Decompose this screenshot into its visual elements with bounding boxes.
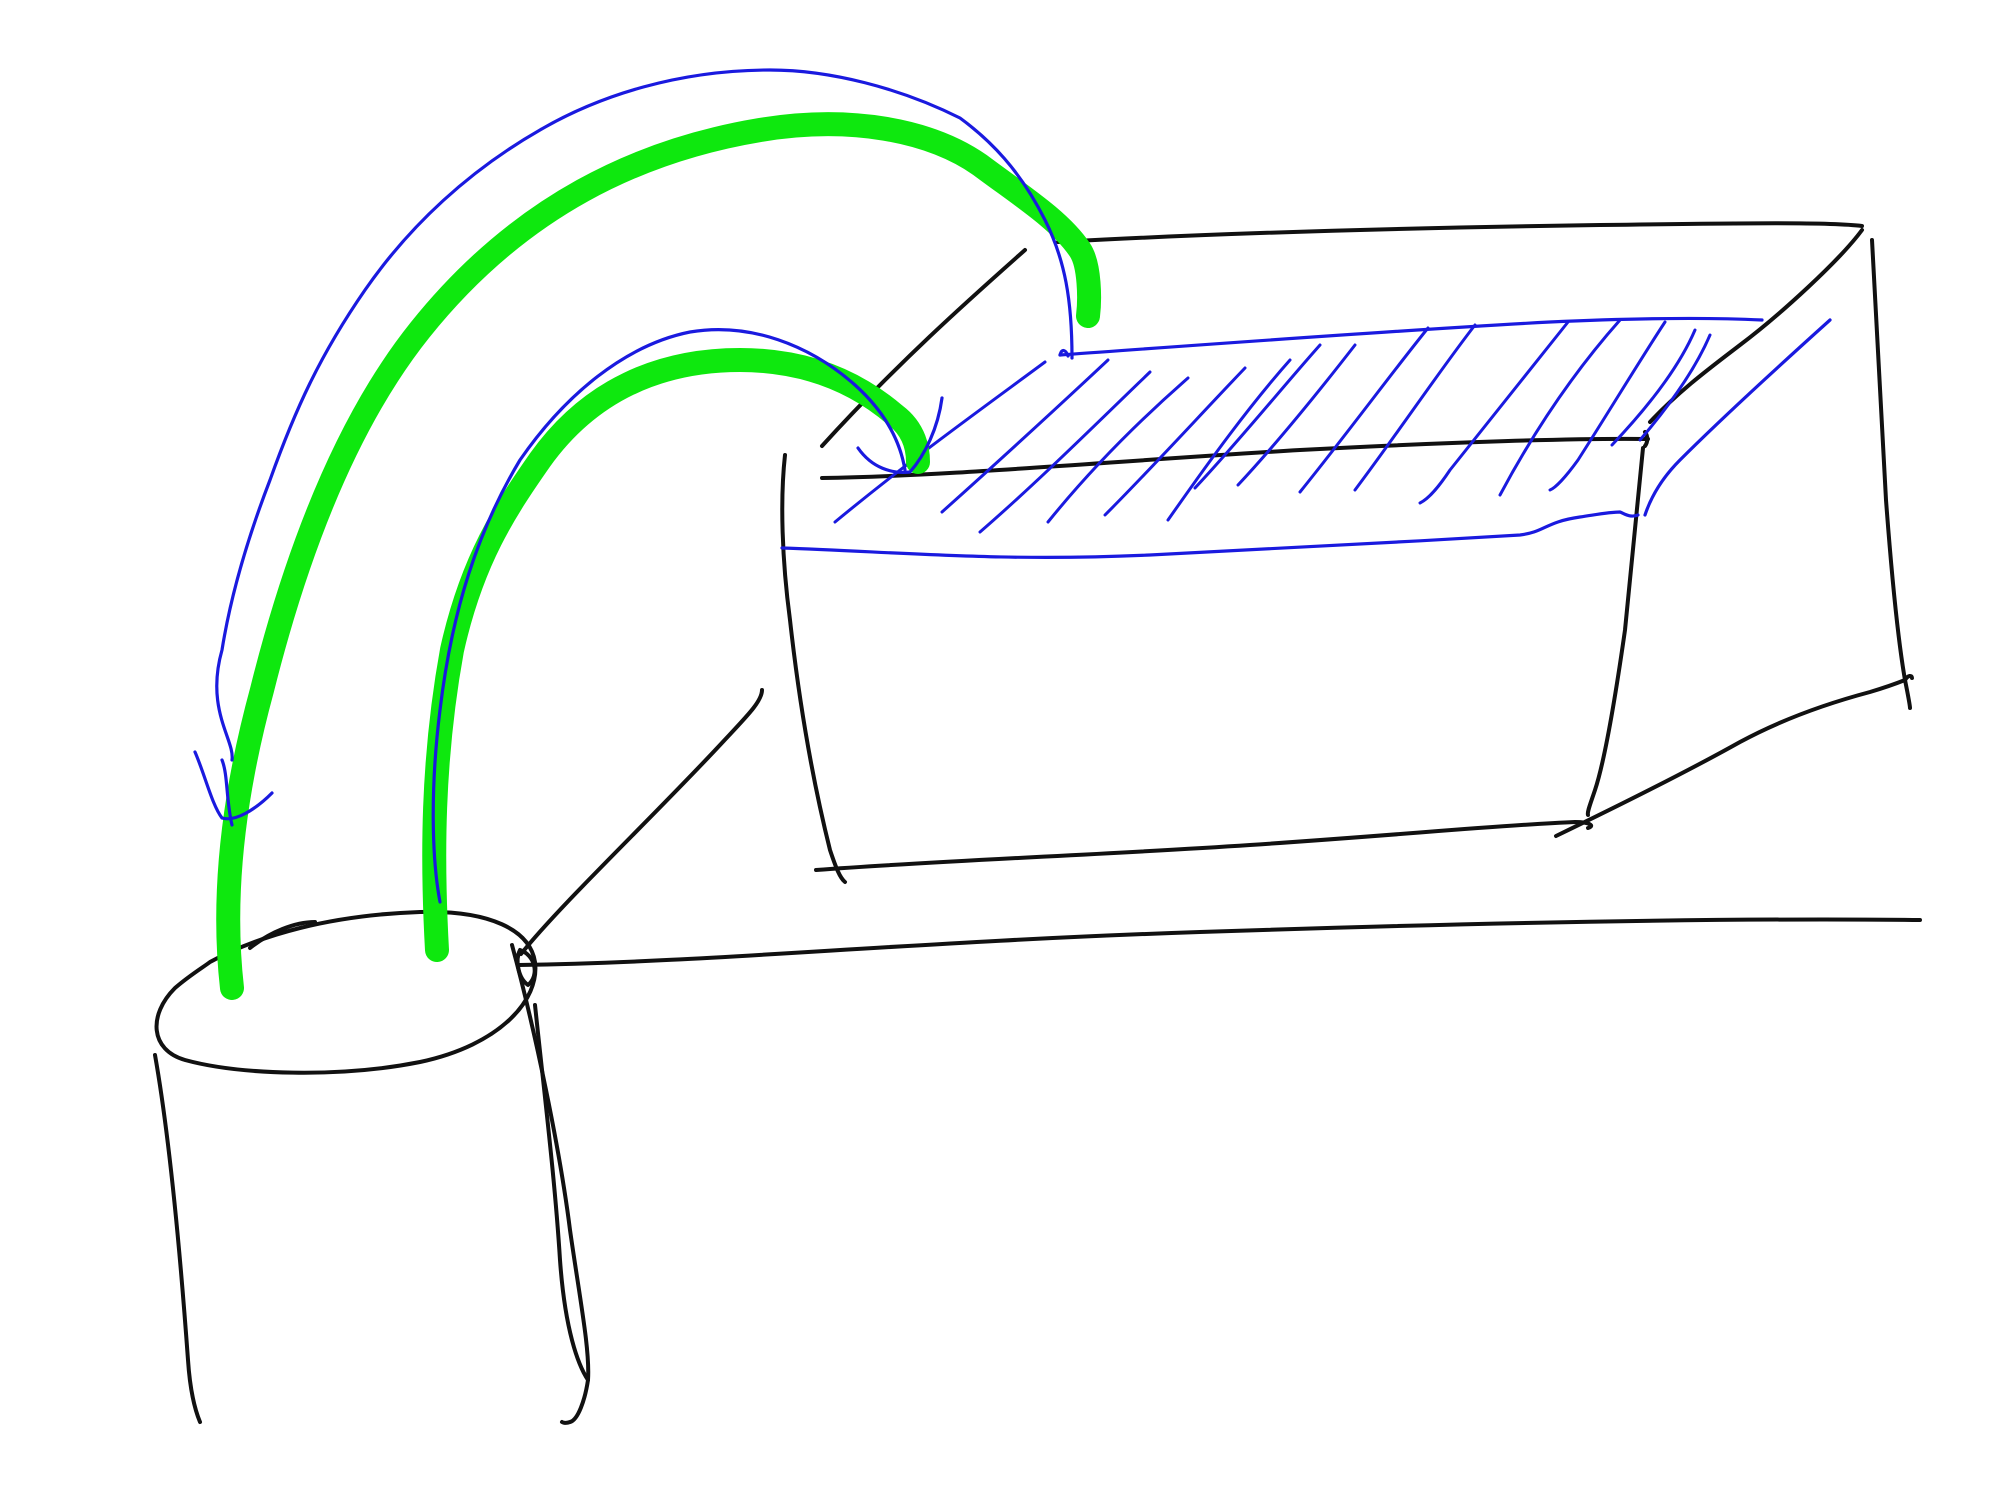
transfer-arrow-left <box>195 70 1072 825</box>
box-back-right-edge <box>1872 240 1910 708</box>
box-opening-hatched <box>782 318 1830 557</box>
hatch-stroke <box>1500 320 1620 495</box>
hatch-stroke <box>980 372 1150 532</box>
hatch-stroke <box>1640 335 1710 440</box>
box <box>782 223 1912 882</box>
transfer-arrow-right <box>433 330 942 902</box>
box-front-left-edge <box>782 455 845 882</box>
cylinder-left-side <box>155 1055 200 1422</box>
box-back-top-edge <box>1058 223 1862 242</box>
hatch-stroke <box>1300 328 1428 492</box>
hatch-strokes <box>835 320 1710 532</box>
hatch-stroke <box>1195 345 1320 488</box>
opening-front-lip <box>782 512 1638 557</box>
hatch-stroke <box>1420 322 1568 503</box>
table-back-edge <box>519 920 1920 966</box>
hatch-stroke <box>1238 345 1355 485</box>
box-front-bottom-edge <box>816 822 1591 870</box>
box-top-right-diagonal <box>1650 230 1862 422</box>
box-bottom-right-diagonal <box>1556 680 1905 836</box>
green-arc-inner <box>434 360 918 950</box>
box-front-right-edge <box>1588 448 1643 815</box>
table-surface <box>519 690 1920 965</box>
arrow-inner-curve <box>433 330 905 902</box>
box-top-left-diagonal <box>822 250 1025 446</box>
cylinder-right-side-b <box>535 1005 588 1423</box>
cylinder-top-ellipse <box>157 912 536 1073</box>
table-left-edge <box>521 690 762 954</box>
hatch-stroke <box>1355 325 1475 490</box>
